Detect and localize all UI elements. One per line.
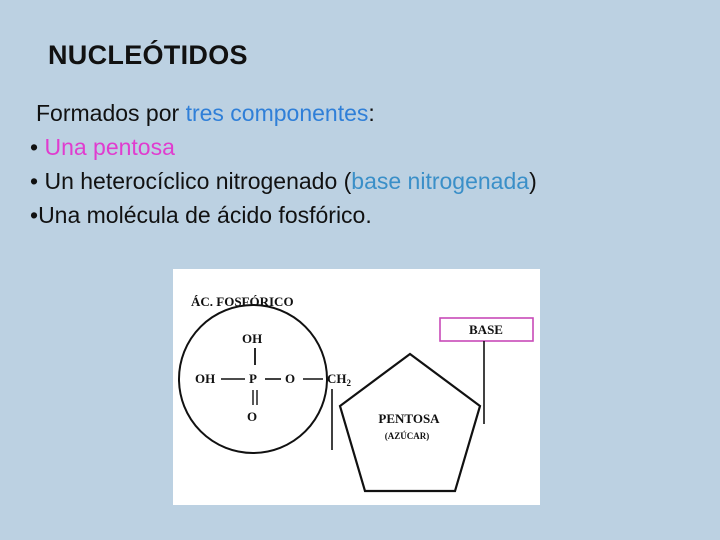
pentose-pentagon [338, 352, 482, 493]
intro-suffix: : [368, 100, 375, 126]
o-bottom: O [247, 409, 257, 424]
sugar-label: (AZÚCAR) [385, 431, 430, 441]
nucleotide-diagram-svg: ÁC. FOSFÓRICO OH OH P O O CH2 BASE PENTO… [178, 294, 534, 493]
bullet-pentose-text: Una pentosa [44, 134, 175, 160]
bullet-marker: • [30, 168, 45, 194]
bullet-phosphate: •Una molécula de ácido fosfórico. [30, 198, 537, 232]
bullet-list: Formados por tres componentes: • Una pen… [30, 96, 537, 232]
intro-line: Formados por tres componentes: [30, 96, 537, 130]
base-label: BASE [469, 322, 503, 337]
slide-title: NUCLEÓTIDOS [48, 40, 248, 70]
bullet-phosphate-text: Una molécula de ácido fosfórico. [38, 202, 372, 228]
bullet-marker: • [30, 134, 45, 160]
bullet-pentose: • Una pentosa [30, 130, 537, 164]
oh-left: OH [195, 371, 215, 386]
intro-highlight: tres componentes [185, 100, 369, 126]
o-right: O [285, 371, 295, 386]
bullet-base: • Un heterocíclico nitrogenado (base nit… [30, 164, 537, 198]
base-box [439, 317, 534, 342]
phosphate-circle [178, 304, 328, 454]
pentose-label: PENTOSA [378, 411, 440, 426]
bullet-base-suffix: ) [529, 168, 537, 194]
bullet-marker: • [30, 202, 39, 228]
bullet-base-highlight: base nitrogenada [351, 168, 530, 194]
phosphate-label: ÁC. FOSFÓRICO [191, 294, 294, 309]
intro-prefix: Formados por [36, 100, 186, 126]
nucleotide-diagram: ÁC. FOSFÓRICO OH OH P O O CH2 BASE PENTO… [173, 269, 540, 505]
ch2-label: CH2 [327, 371, 352, 388]
p-atom: P [249, 371, 257, 386]
oh-top: OH [242, 331, 262, 346]
bullet-base-prefix: Un heterocíclico nitrogenado ( [44, 168, 352, 194]
